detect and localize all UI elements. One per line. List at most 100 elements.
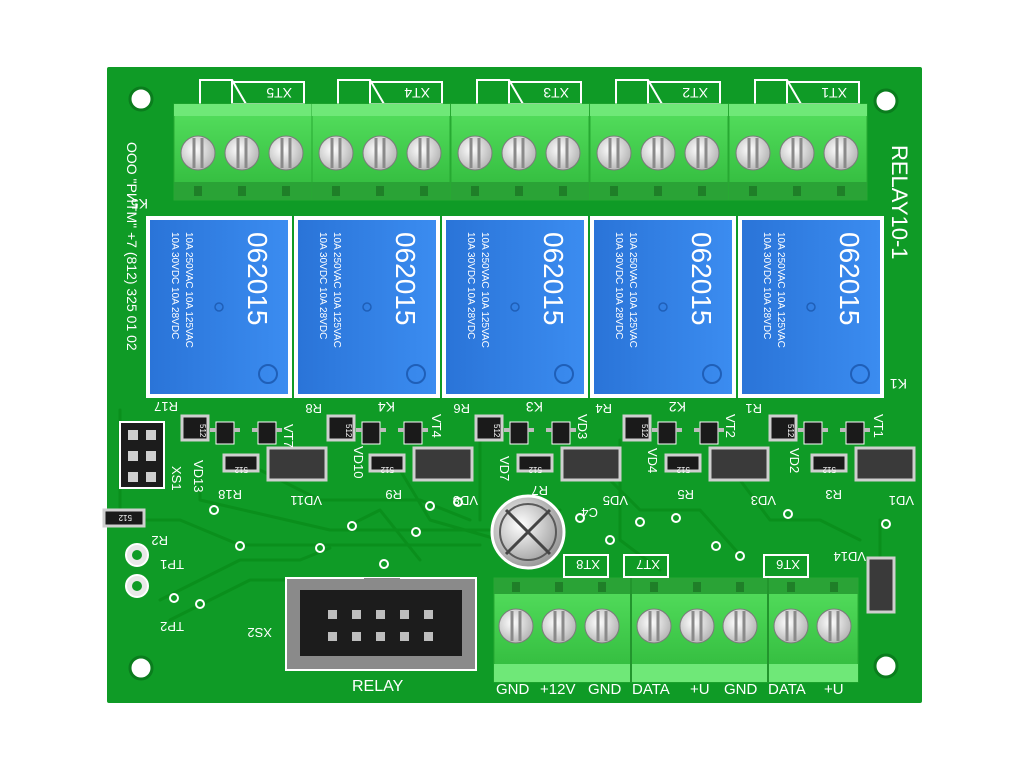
svg-text:512: 512 bbox=[118, 513, 132, 522]
relay-label-k4: K4 bbox=[378, 399, 395, 415]
vd14-diode bbox=[866, 556, 896, 614]
smd-code: 512 bbox=[234, 465, 248, 474]
r2-resistor: 512 bbox=[102, 508, 146, 528]
relay-rating-1: 10A 250VAC 10A 125VAC bbox=[331, 232, 342, 348]
component-label-vt4: VT4 bbox=[429, 414, 444, 438]
pin-label-gnd: GND bbox=[588, 681, 622, 698]
component-label-vd3: VD3 bbox=[751, 493, 776, 508]
xs1-header bbox=[119, 421, 165, 489]
terminal-block-xt1: XT1 bbox=[728, 79, 868, 201]
connector-label: RELAY bbox=[352, 678, 404, 695]
xs2-idc-connector bbox=[285, 577, 477, 671]
component-label-vd5: VD5 bbox=[603, 493, 628, 508]
component-label-r6: R6 bbox=[453, 401, 470, 416]
c4-capacitor bbox=[490, 494, 566, 570]
terminal-block-xt5: XT5 bbox=[173, 79, 313, 201]
component-label-tp2: TP2 bbox=[160, 619, 184, 634]
component-label-vd1: VD1 bbox=[889, 493, 914, 508]
component-label-r8: R8 bbox=[305, 401, 322, 416]
mounting-holes bbox=[128, 86, 899, 681]
smd-code: 512 bbox=[640, 424, 649, 438]
top-terminal-strip: XT5 XT4 XT3 XT2 XT1 bbox=[173, 79, 868, 201]
smd-code: 512 bbox=[676, 465, 690, 474]
component-label-r4: R4 bbox=[595, 401, 612, 416]
component-label-r7: R7 bbox=[531, 483, 548, 498]
pin-label-data: DATA bbox=[768, 681, 806, 698]
terminal-block-xt2: XT2 bbox=[589, 79, 729, 201]
relay-label-k3: K3 bbox=[526, 399, 543, 415]
terminal-label-xt8: XT8 bbox=[576, 557, 600, 572]
component-label-vd8: VD8 bbox=[453, 493, 478, 508]
component-label-c4: C4 bbox=[581, 505, 598, 520]
relay-rating-2: 10A 30VDC 10A 28VDC bbox=[761, 232, 772, 339]
pin-label-gnd: GND bbox=[724, 681, 758, 698]
pin-label-gnd: GND bbox=[496, 681, 530, 698]
terminal-label-xt5: XT5 bbox=[266, 85, 292, 101]
relay-model: 062015 bbox=[538, 232, 569, 325]
smd-code: 512 bbox=[198, 424, 207, 438]
terminal-block-xt4: XT4 bbox=[311, 79, 451, 201]
relay-model: 062015 bbox=[834, 232, 865, 325]
pin-label-u: +U bbox=[690, 681, 710, 698]
component-label-vd2: VD2 bbox=[787, 448, 802, 473]
smd-code: 512 bbox=[528, 465, 542, 474]
component-label-vd3u: VD3 bbox=[575, 414, 590, 439]
terminal-label-xt7: XT7 bbox=[636, 557, 660, 572]
relay-rating-1: 10A 250VAC 10A 125VAC bbox=[479, 232, 490, 348]
relay-rating-1: 10A 250VAC 10A 125VAC bbox=[183, 232, 194, 348]
component-label-r1: R1 bbox=[745, 401, 762, 416]
relay-rating-2: 10A 30VDC 10A 28VDC bbox=[317, 232, 328, 339]
component-label-tp1: TP1 bbox=[160, 557, 184, 572]
component-label-r17: R17 bbox=[154, 399, 178, 414]
relay-rating-1: 10A 250VAC 10A 125VAC bbox=[775, 232, 786, 348]
pin-label-12v: +12V bbox=[540, 681, 575, 698]
terminal-label-xt1: XT1 bbox=[821, 85, 847, 101]
component-label-r18: R18 bbox=[218, 487, 242, 502]
component-label-vd11: VD11 bbox=[290, 493, 322, 508]
smd-code: 512 bbox=[380, 465, 394, 474]
component-label-vd7: VD7 bbox=[497, 456, 512, 481]
bottom-terminal-block bbox=[493, 577, 859, 683]
driver-channel-4: 512 512 bbox=[622, 414, 770, 482]
relay-rating-2: 10A 30VDC 10A 28VDC bbox=[613, 232, 624, 339]
terminal-label-xt6: XT6 bbox=[776, 557, 800, 572]
component-label-r9: R9 bbox=[385, 487, 402, 502]
relay-label-k1: K1 bbox=[890, 376, 907, 392]
terminal-label-xt2: XT2 bbox=[682, 85, 708, 101]
driver-channel-1: 512 512 bbox=[180, 414, 328, 482]
smd-code: 512 bbox=[492, 424, 501, 438]
component-label-vt1: VT1 bbox=[871, 414, 886, 438]
terminal-label-xt4: XT4 bbox=[404, 85, 430, 101]
component-label-r2: R2 bbox=[151, 533, 168, 548]
board-name: RELAY10-1 bbox=[887, 145, 912, 260]
component-label-r3: R3 bbox=[825, 487, 842, 502]
component-label-vd14: VD14 bbox=[833, 549, 866, 564]
component-label-vt2: VT2 bbox=[723, 414, 738, 438]
driver-channel-3: 512 512 bbox=[474, 414, 622, 482]
component-label-xs2: XS2 bbox=[247, 625, 272, 640]
relay-model: 062015 bbox=[242, 232, 273, 325]
terminal-label-xt3: XT3 bbox=[543, 85, 569, 101]
relay-rating-2: 10A 30VDC 10A 28VDC bbox=[465, 232, 476, 339]
company-info: ООО "РИТМ" +7 (812) 325 01 02 bbox=[124, 142, 140, 351]
component-label-xs1: XS1 bbox=[169, 466, 184, 491]
component-label-vt7: VT7 bbox=[281, 424, 296, 448]
tp1-test-point bbox=[125, 543, 149, 567]
pin-label-data: DATA bbox=[632, 681, 670, 698]
vias bbox=[169, 497, 891, 609]
relay-rating-1: 10A 250VAC 10A 125VAC bbox=[627, 232, 638, 348]
component-label-vd10: VD10 bbox=[351, 446, 366, 479]
